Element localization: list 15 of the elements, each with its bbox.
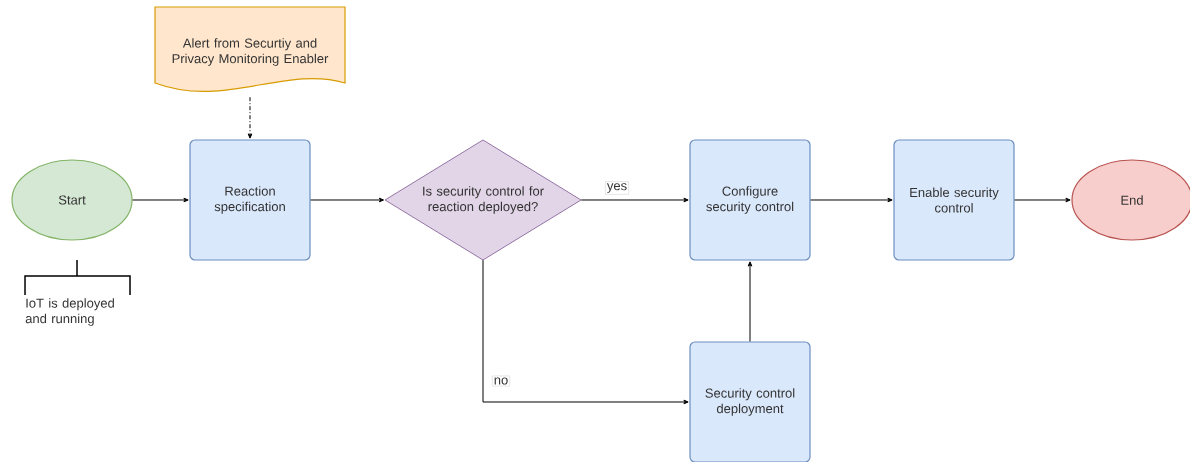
process-box: Configure security control bbox=[689, 139, 811, 261]
arrow bbox=[247, 96, 253, 139]
arrow bbox=[132, 197, 189, 203]
arrow bbox=[810, 197, 893, 203]
process-box: Security control deployment bbox=[689, 341, 811, 462]
arrow bbox=[580, 197, 689, 203]
edge-label: yes bbox=[605, 181, 629, 195]
process-box: Enable security control bbox=[893, 139, 1015, 261]
process-box: Reaction specification bbox=[189, 139, 311, 261]
annotation: IoT is deployed and running bbox=[24, 259, 131, 326]
arrow bbox=[310, 197, 385, 203]
arrow bbox=[1014, 197, 1071, 203]
edge-label: no bbox=[492, 375, 510, 387]
arrow bbox=[747, 261, 753, 342]
arrow bbox=[482, 259, 689, 405]
